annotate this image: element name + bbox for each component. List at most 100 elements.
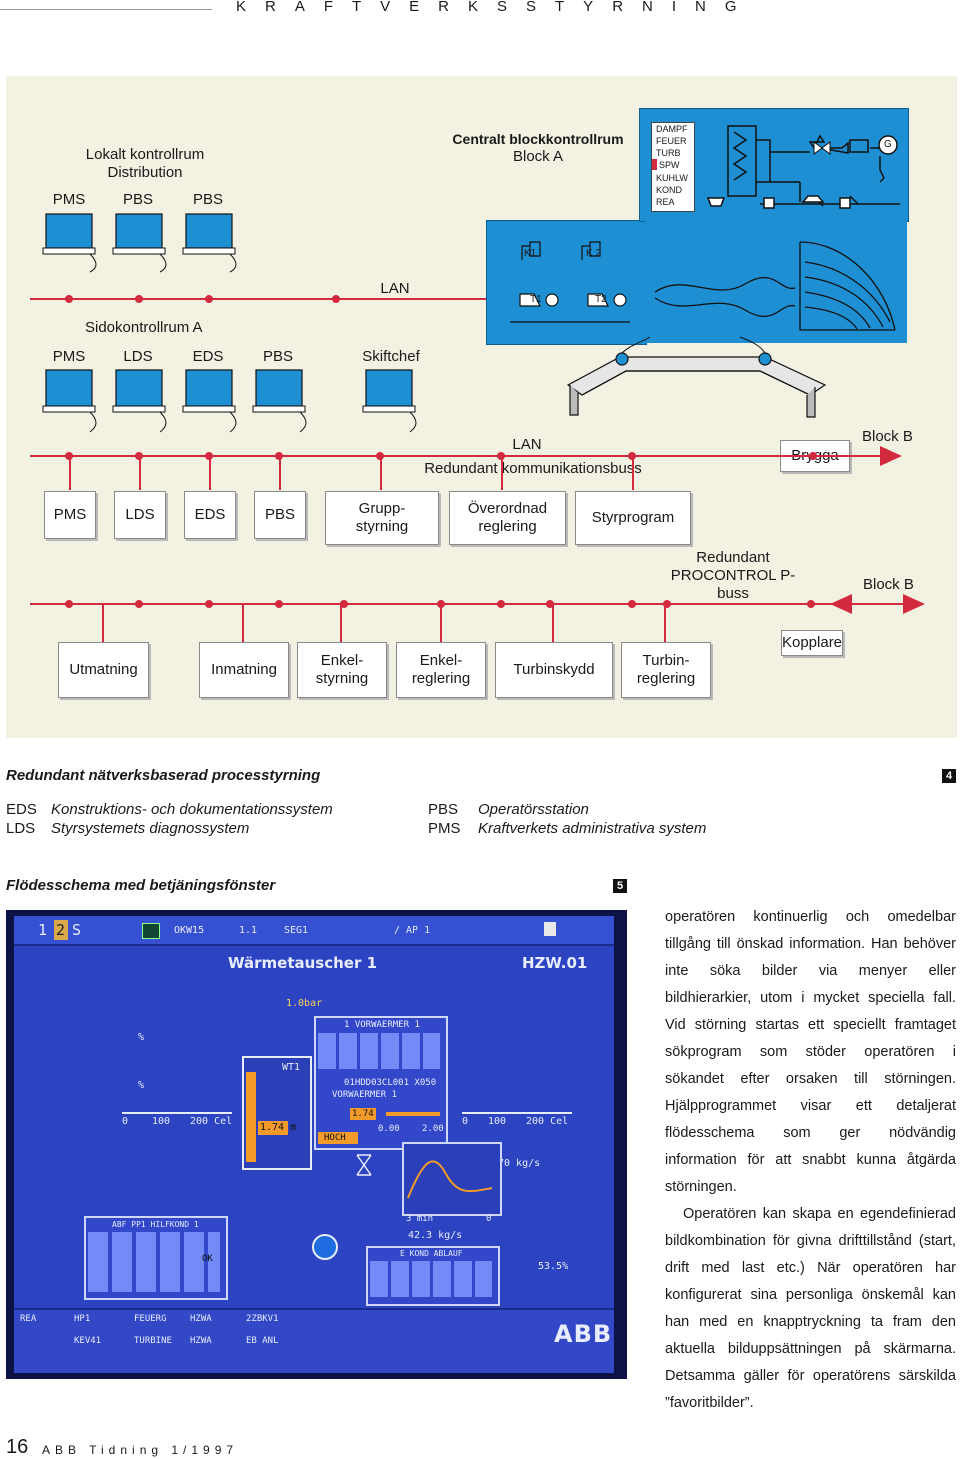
mimic-item-4: SPW xyxy=(659,160,680,170)
single-control-l2: styrning xyxy=(315,670,369,687)
status-cell[interactable]: HP1 xyxy=(74,1314,91,1324)
legend-abbr-eds: EDS xyxy=(6,801,37,818)
shift-chief-label: Skiftchef xyxy=(362,348,420,365)
screen-tab-2[interactable]: 2 xyxy=(56,921,66,939)
screen-scale-right-1: 100 xyxy=(488,1116,507,1127)
legend-text-pms: Kraftverkets administrativa system xyxy=(478,820,707,837)
turbine-protection-l1: Turbinskydd xyxy=(513,661,595,678)
turbine-regulation-l2: reglering xyxy=(636,670,696,687)
popup-vorwaermer-min: 0.00 xyxy=(378,1124,400,1134)
mimic-generator-label: G xyxy=(884,139,892,150)
popup-vorwaermer-value: 1.74 xyxy=(352,1109,374,1119)
single-control-l1: Enkel- xyxy=(320,652,364,669)
group-control-box: Grupp- styrning xyxy=(325,491,439,545)
popup-hilfkond-ok[interactable]: OK xyxy=(202,1254,213,1264)
running-title: KRAFTVERKSSTYRNING xyxy=(236,0,756,15)
local-station-3: PBS xyxy=(192,191,224,208)
popup-hilfkond-buttons[interactable] xyxy=(88,1232,220,1292)
bus-drop xyxy=(380,456,382,490)
status-cell[interactable]: HZWA xyxy=(190,1314,212,1324)
bus-drop xyxy=(440,604,442,642)
bus-drop xyxy=(242,604,244,642)
figure5-caption: Flödesschema med betjäningsfönster xyxy=(6,877,276,894)
level-readout-bg xyxy=(258,1121,288,1135)
popup-vorwaermer-buttons[interactable] xyxy=(318,1033,440,1069)
screen-field-2: 1.1 xyxy=(239,925,258,936)
screen-pct-2: % xyxy=(138,1080,145,1091)
lan-bus-top xyxy=(30,298,486,300)
screen-toolbar-icon[interactable] xyxy=(142,923,160,939)
status-cell[interactable]: REA xyxy=(20,1314,37,1324)
valve-icon[interactable] xyxy=(356,1154,372,1176)
popup-vorwaermer-max: 2.00 xyxy=(422,1124,444,1134)
screen-scale-left-0: 0 xyxy=(122,1116,129,1127)
output-l1: Utmatning xyxy=(69,661,138,678)
level-readout: 1.74 m xyxy=(260,1122,297,1133)
popup-vorwaermer-title: 1 VORWAERMER 1 xyxy=(344,1020,420,1030)
status-cell[interactable]: EB ANL xyxy=(246,1336,279,1346)
body-paragraph: operatören kontinuerlig och omedelbar ti… xyxy=(665,909,956,1195)
status-cell[interactable]: 2ZBKV1 xyxy=(246,1314,279,1324)
mimic-k1: K1 xyxy=(524,248,537,259)
screen-scale-left xyxy=(122,1112,232,1114)
trend-curve xyxy=(407,1160,493,1199)
legend-text-lds: Styrsystemets diagnossystem xyxy=(51,820,250,837)
row1-box-eds: EDS xyxy=(184,491,236,539)
local-station-1: PMS xyxy=(52,191,86,208)
mimic-list xyxy=(651,122,695,212)
journal-name: ABB Tidning 1/1997 xyxy=(42,1443,239,1457)
local-room-title: Lokalt kontrollrum xyxy=(85,146,205,163)
procontrol-node xyxy=(497,600,505,608)
side-workstations xyxy=(42,369,417,433)
screen-display: 1 2 S OKW15 1.1 SEG1 / AP 1 Wärmetausche… xyxy=(14,916,614,1373)
procontrol-node xyxy=(135,600,143,608)
redundant-lan-line1: LAN xyxy=(512,436,542,453)
group-control-l1: Grupp- xyxy=(358,500,406,517)
header-rule xyxy=(0,9,212,10)
redundant-lan-node xyxy=(809,452,817,460)
popup-vorwaermer-line-1: 01HDD03CL001 X050 xyxy=(344,1078,437,1088)
screen-title: Wärmetauscher 1 xyxy=(228,954,378,972)
screen-pct-1: % xyxy=(138,1032,145,1043)
popup-vorwaermer-line-2: VORWAERMER 1 xyxy=(332,1090,398,1100)
bus-drop xyxy=(102,604,104,642)
trend-axis-right: 0 xyxy=(486,1214,492,1224)
legend-text-eds: Konstruktions- och dokumentationssystem xyxy=(51,801,333,818)
screen-status-bar xyxy=(14,1308,614,1373)
redundant-lan-line2: Redundant kommunikationsbuss xyxy=(424,460,642,477)
popup-vorwaermer-slider[interactable] xyxy=(386,1112,440,1116)
status-cell[interactable]: FEUERG xyxy=(134,1314,167,1324)
single-regulation-box: Enkel- reglering xyxy=(396,642,486,698)
local-room-subtitle: Distribution xyxy=(107,164,183,181)
side-room-title: Sidokontrollrum A xyxy=(85,319,203,336)
abb-logo: ABB xyxy=(554,1320,613,1348)
screen-bell-icon[interactable] xyxy=(544,922,556,936)
lan-node xyxy=(205,295,213,303)
group-control-l2: styrning xyxy=(355,518,409,535)
screen-tab-1[interactable]: 1 xyxy=(38,921,48,939)
bus-drop xyxy=(501,456,503,490)
process-mimic-panel xyxy=(486,220,647,345)
screen-tab-s[interactable]: S xyxy=(72,921,82,939)
bus-drop xyxy=(69,456,71,490)
bus-drop xyxy=(664,604,666,642)
turbine-protection-box: Turbinskydd xyxy=(495,642,613,698)
body-text-column: operatören kontinuerlig och omedelbar ti… xyxy=(665,904,956,1417)
popup-kond-ablauf-title: E KOND ABLAUF xyxy=(400,1249,463,1258)
popup-kond-ablauf-buttons[interactable] xyxy=(370,1261,492,1297)
status-cell[interactable]: TURBINE xyxy=(134,1336,172,1346)
control-program-l1: Styrprogram xyxy=(591,509,675,526)
popup-vorwaermer-hoch: HOCH xyxy=(324,1133,346,1143)
pump-icon[interactable] xyxy=(312,1234,338,1260)
screen-tab-2-bg xyxy=(54,920,68,940)
status-cell[interactable]: HZWA xyxy=(190,1336,212,1346)
status-cell[interactable]: KEV41 xyxy=(74,1336,102,1346)
screen-scale-left-1: 100 xyxy=(152,1116,171,1127)
mimic-item-3: TURB xyxy=(656,148,681,158)
row1-box-pbs: PBS xyxy=(254,491,306,539)
curves-drawing xyxy=(654,241,896,331)
bus-drop xyxy=(340,604,342,642)
pct-readout: 53.5% xyxy=(538,1261,569,1272)
side-station-1: PMS xyxy=(52,348,86,365)
screen-field-4: / AP 1 xyxy=(394,925,431,936)
